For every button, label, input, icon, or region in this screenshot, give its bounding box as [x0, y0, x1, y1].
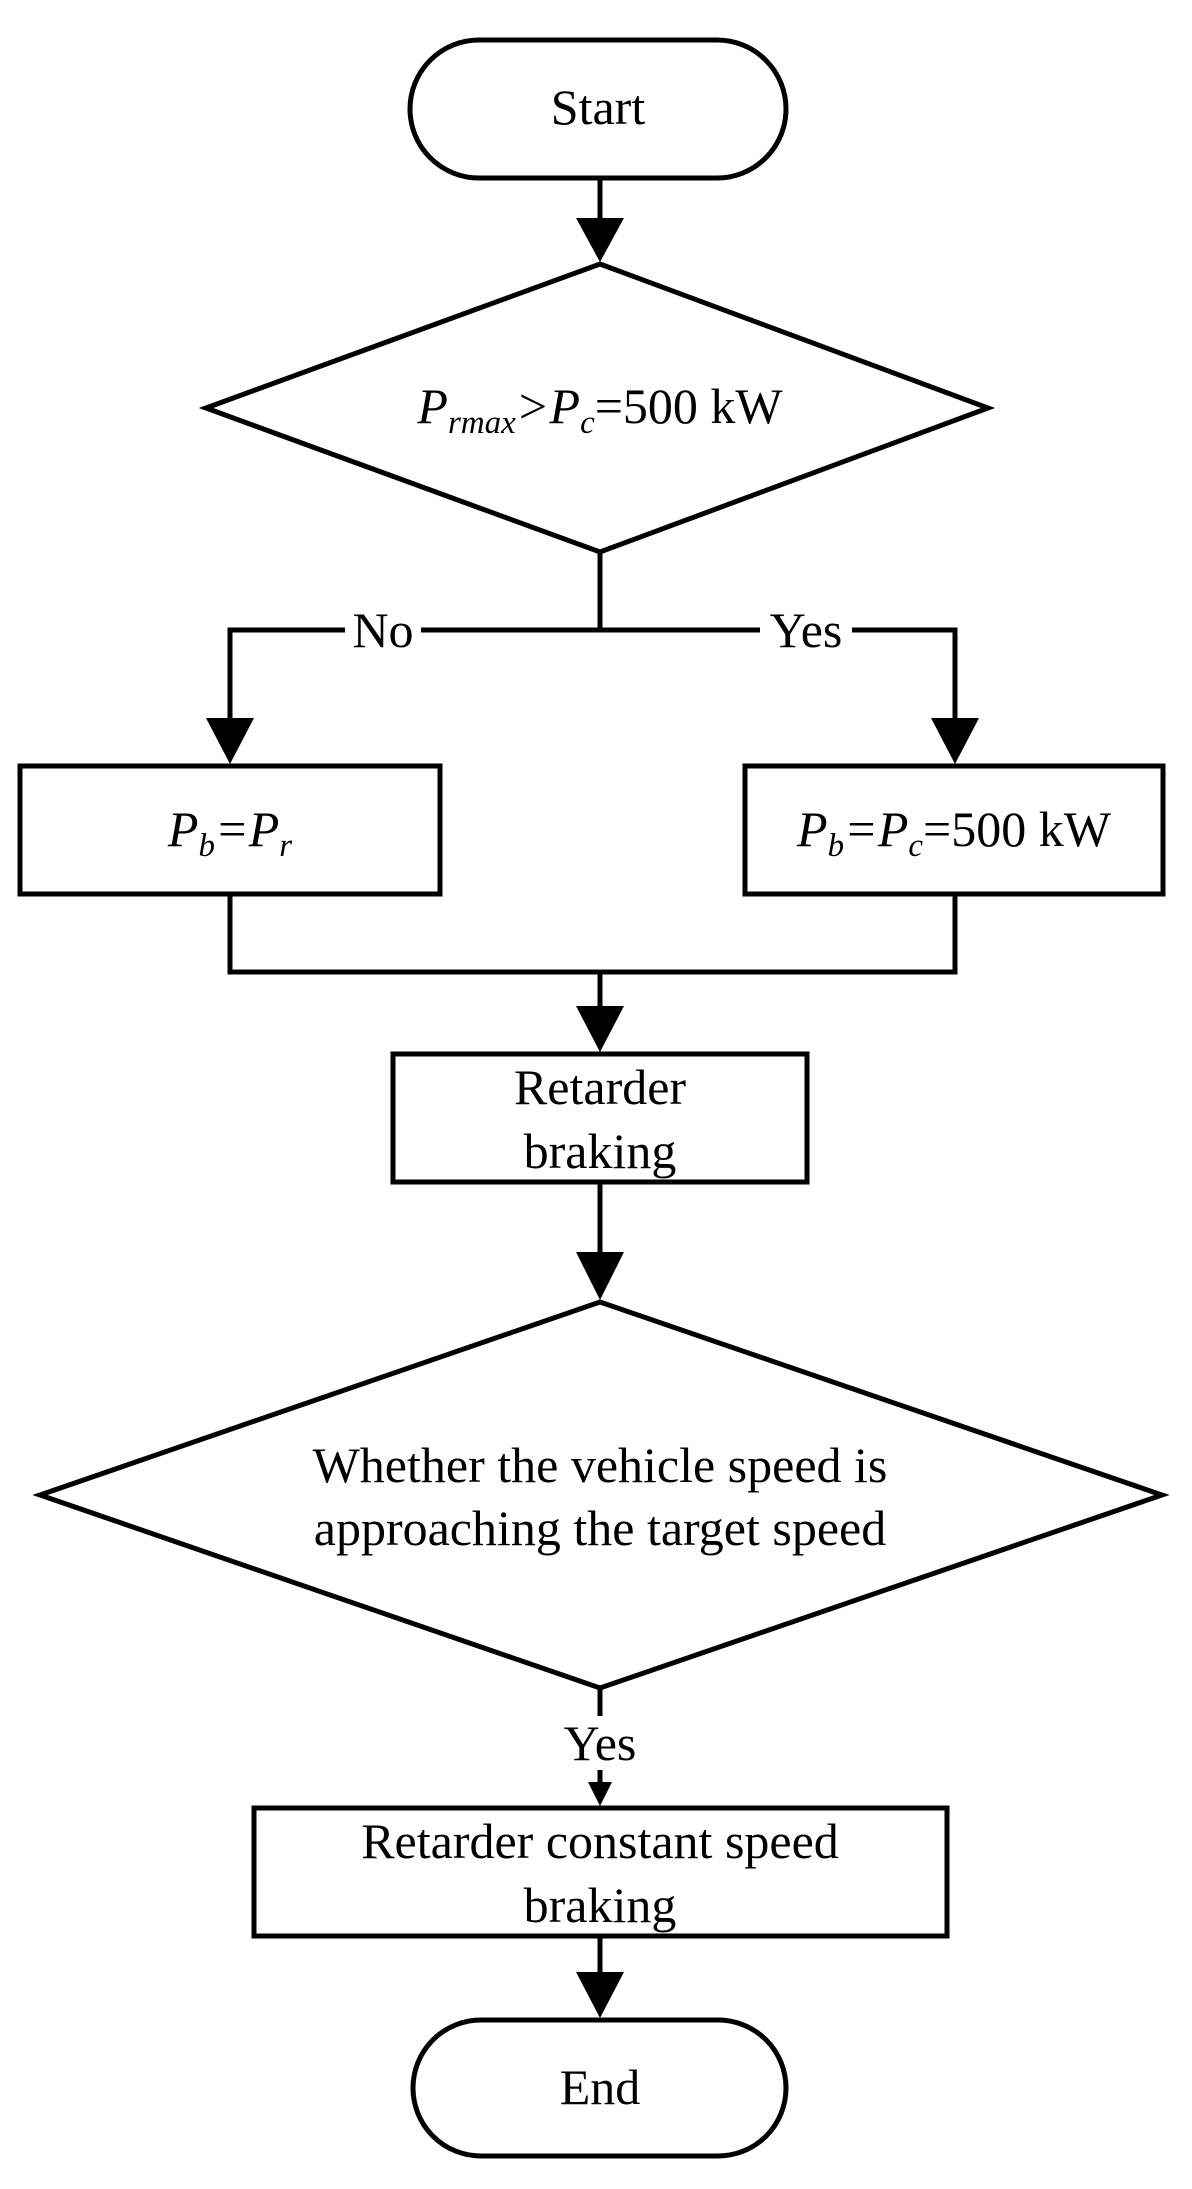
- start-label: Start: [551, 79, 646, 135]
- yes2-label-bg: [555, 1716, 645, 1770]
- pb-equals-pr-label: Pb=Pr: [167, 801, 292, 864]
- start-node: Start: [407, 37, 789, 181]
- arrowhead: [576, 1972, 624, 2018]
- process-retarder-braking: Retarder braking: [390, 1051, 810, 1185]
- arrowhead: [206, 718, 254, 764]
- edge-merge: [227, 894, 958, 975]
- decision-speed-check: Whether the vehicle speed is approaching…: [32, 1299, 1170, 1691]
- arrowhead: [576, 218, 624, 262]
- arrowhead: [576, 1006, 624, 1052]
- decision-speed-line2: approaching the target speed: [314, 1500, 886, 1556]
- edge-no-branch: [227, 627, 600, 722]
- decision-power-condition: Prmax>Pc=500 kW: [416, 378, 783, 441]
- end-node: End: [410, 2017, 789, 2159]
- process-constant-speed-braking: Retarder constant speed braking: [251, 1805, 950, 1939]
- process-pb-equals-pr: Pb=Pr: [17, 763, 443, 897]
- retarder-braking-line2: braking: [524, 1123, 677, 1179]
- no-label-bg: [345, 602, 421, 656]
- decision-power-check: Prmax>Pc=500 kW: [198, 261, 996, 555]
- process-pb-equals-pc: Pb=Pc=500 kW: [742, 763, 1166, 897]
- pb-equals-pc-label: Pb=Pc=500 kW: [796, 801, 1112, 864]
- retarder-braking-line1: Retarder: [514, 1059, 686, 1115]
- decision-speed-line1: Whether the vehicle speed is: [313, 1437, 888, 1493]
- no-branch-label: No: [352, 602, 413, 658]
- end-label: End: [560, 2059, 641, 2115]
- constant-braking-line2: braking: [524, 1877, 677, 1933]
- yes-speed-label: Yes: [564, 1715, 637, 1771]
- edge-yes-branch: [600, 627, 958, 722]
- yes-branch-label: Yes: [770, 602, 843, 658]
- yes-label-bg: [760, 602, 852, 656]
- constant-braking-line1: Retarder constant speed: [361, 1813, 839, 1869]
- arrowhead: [576, 1252, 624, 1300]
- arrowhead: [931, 718, 979, 764]
- arrowhead: [588, 1782, 612, 1806]
